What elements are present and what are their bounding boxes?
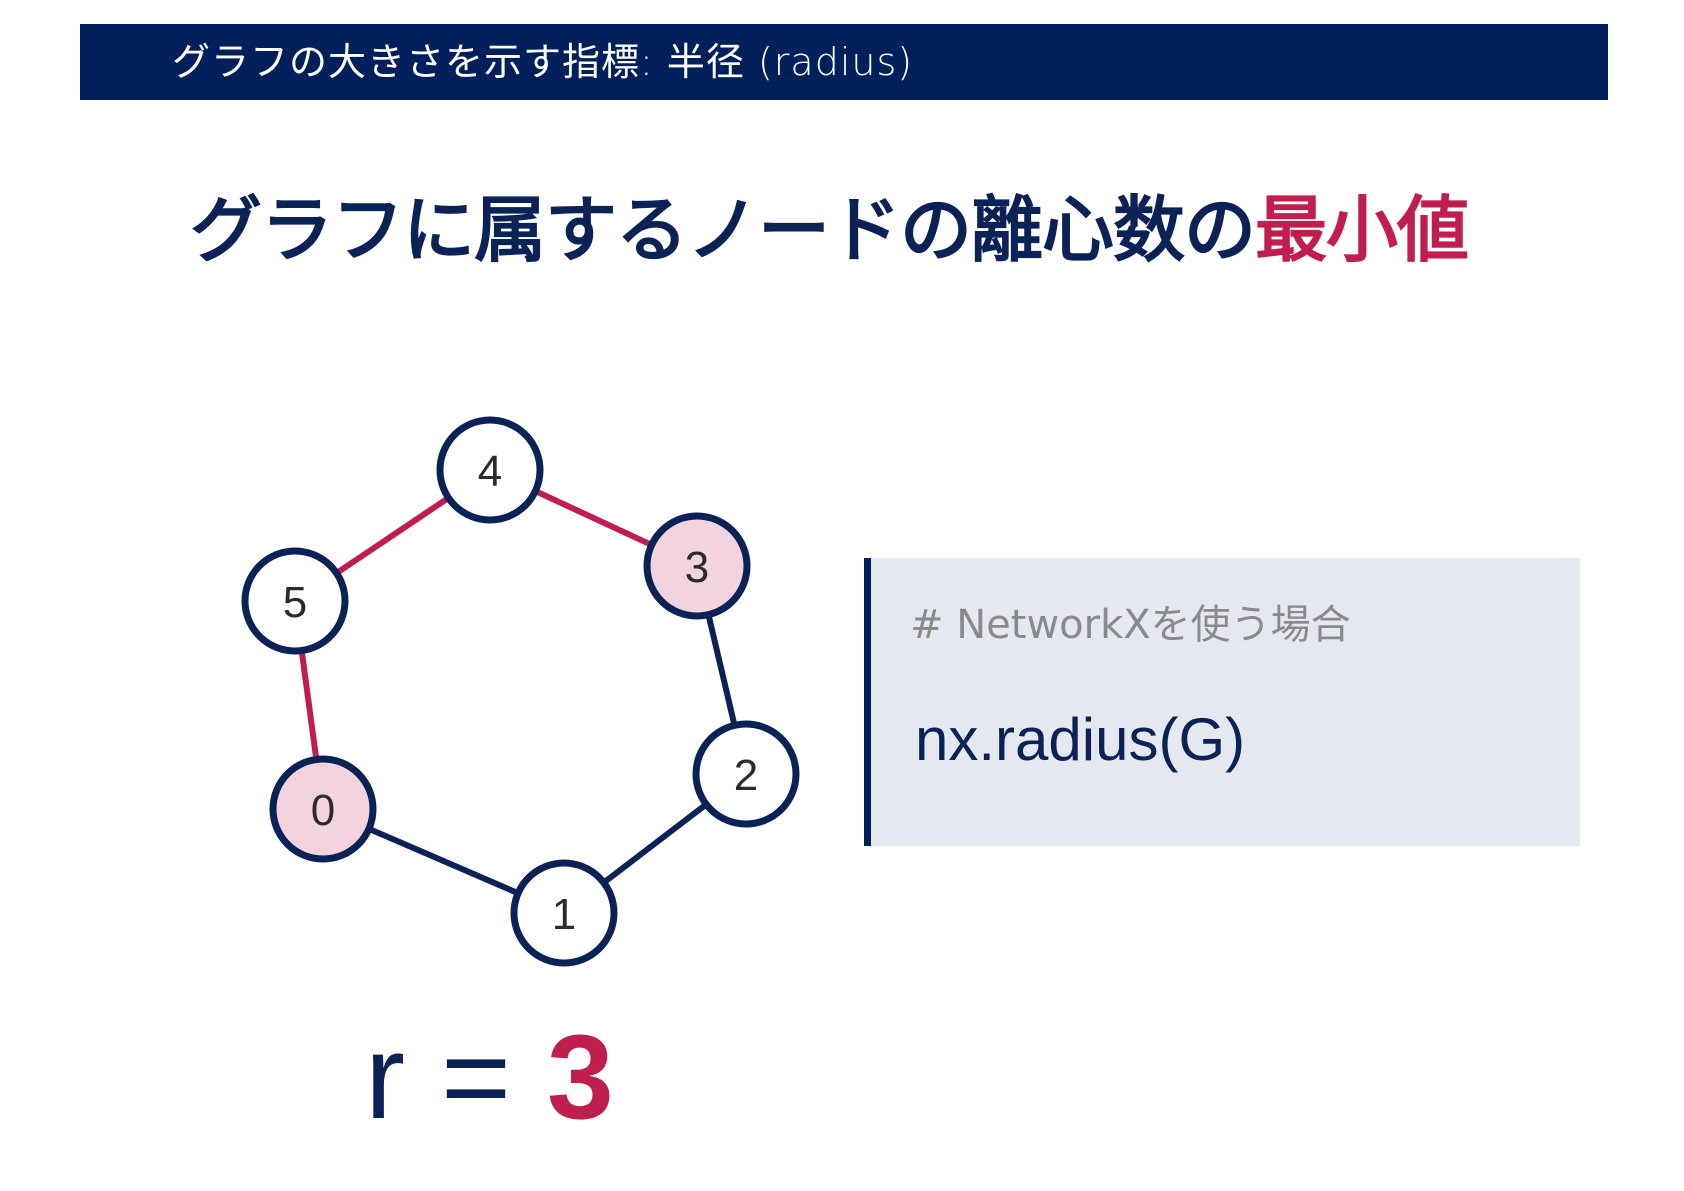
code-box-rule	[864, 558, 871, 846]
node-label: 0	[311, 786, 335, 835]
node-label: 2	[734, 751, 758, 800]
node-label: 5	[283, 578, 307, 627]
result-variable: r	[365, 1010, 405, 1144]
node-2: 2	[692, 720, 800, 828]
header-title: グラフの大きさを示す指標: 半径 (radius)	[172, 40, 914, 84]
node-circle	[436, 416, 544, 524]
main-title-accent: 最小値	[1255, 188, 1469, 272]
node-label: 4	[478, 447, 502, 496]
node-4: 4	[436, 416, 544, 524]
graph-nodes: 0 1 2 3 4 5	[241, 416, 800, 967]
node-circle	[241, 547, 349, 655]
code-box	[864, 558, 1580, 846]
node-1: 1	[510, 859, 618, 967]
result-equals: =	[440, 1010, 512, 1144]
node-circle	[510, 859, 618, 967]
code-comment: # NetworkXを使う場合	[910, 602, 1351, 648]
node-label: 3	[685, 543, 709, 592]
header-bar: グラフの大きさを示す指標: 半径 (radius)	[80, 24, 1608, 100]
node-0: 0	[269, 755, 377, 863]
node-label: 1	[552, 890, 576, 939]
node-circle	[269, 755, 377, 863]
node-circle	[692, 720, 800, 828]
node-5: 5	[241, 547, 349, 655]
code-line: nx.radius(G)	[915, 706, 1246, 773]
result-value: 3	[547, 1010, 614, 1144]
node-3: 3	[643, 512, 751, 620]
result-formula: r = 3	[365, 1012, 614, 1142]
node-circle	[643, 512, 751, 620]
main-title: グラフに属するノードの離心数の最小値	[190, 185, 1469, 275]
main-title-text: グラフに属するノードの離心数の	[190, 188, 1256, 272]
